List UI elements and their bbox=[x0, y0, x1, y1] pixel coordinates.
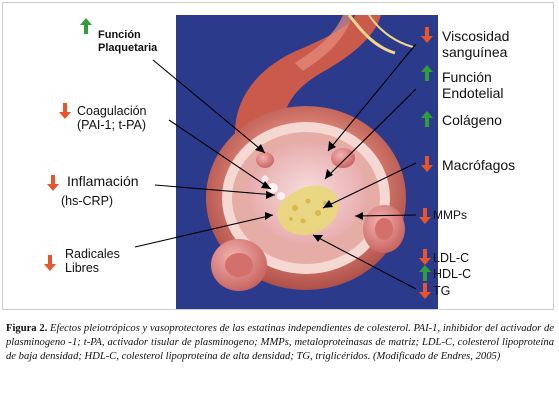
figure-number: Figura 2. bbox=[6, 323, 48, 334]
figure-caption: Figura 2. Efectos pleiotrópicos y vasopr… bbox=[6, 322, 554, 363]
arrow-up-icon bbox=[80, 18, 92, 34]
label-funcion-plaquetaria: Función Plaquetaria bbox=[98, 29, 158, 54]
pointer-lines bbox=[134, 43, 417, 290]
label-coagulacion: Coagulación (PAI-1; t-PA) bbox=[77, 104, 147, 133]
label-radicales-libres: Radicales Libres bbox=[65, 247, 120, 276]
red-blood-cell bbox=[331, 148, 355, 168]
arrow-down-icon bbox=[59, 103, 71, 119]
label-hs-crp: (hs-CRP) bbox=[61, 194, 114, 208]
label-mmps: MMPs bbox=[433, 208, 467, 222]
label-macrofagos: Macrófagos bbox=[442, 157, 516, 173]
arrow-up-icon bbox=[419, 265, 431, 281]
label-funcion-endotelial: Función Endotelial bbox=[442, 69, 504, 102]
arrow-up-icon bbox=[421, 65, 433, 81]
label-hdl-c: HDL-C bbox=[433, 267, 472, 281]
label-viscosidad: Viscosidad sanguínea bbox=[442, 28, 510, 61]
artery-illustration bbox=[134, 14, 417, 291]
platelet bbox=[277, 192, 285, 200]
arrow-down-icon bbox=[421, 156, 433, 172]
plaque-particles bbox=[289, 198, 327, 224]
label-ldl-c: LDL-C bbox=[433, 251, 470, 265]
figure-panel: Función Plaquetaria Coagulación (PAI-1; … bbox=[2, 2, 554, 310]
label-tg: TG bbox=[433, 284, 451, 298]
arrow-down-icon bbox=[44, 255, 56, 271]
arrow-down-icon bbox=[419, 283, 431, 299]
label-colageno: Colágeno bbox=[442, 112, 502, 128]
red-blood-cell bbox=[256, 152, 274, 168]
platelet bbox=[261, 175, 269, 183]
arrow-down-icon bbox=[421, 27, 433, 43]
vessel-branch bbox=[234, 14, 414, 138]
caption-text: Efectos pleiotrópicos y vasoprotectores … bbox=[6, 323, 554, 362]
arrow-down-icon bbox=[419, 249, 431, 265]
platelet bbox=[268, 183, 278, 193]
pointer-heads bbox=[255, 141, 363, 242]
arrow-down-icon bbox=[47, 175, 59, 191]
arrow-up-icon bbox=[421, 111, 433, 127]
plaque bbox=[277, 185, 339, 235]
arrow-down-icon bbox=[419, 208, 431, 224]
label-inflamacion: Inflamación bbox=[67, 173, 139, 189]
